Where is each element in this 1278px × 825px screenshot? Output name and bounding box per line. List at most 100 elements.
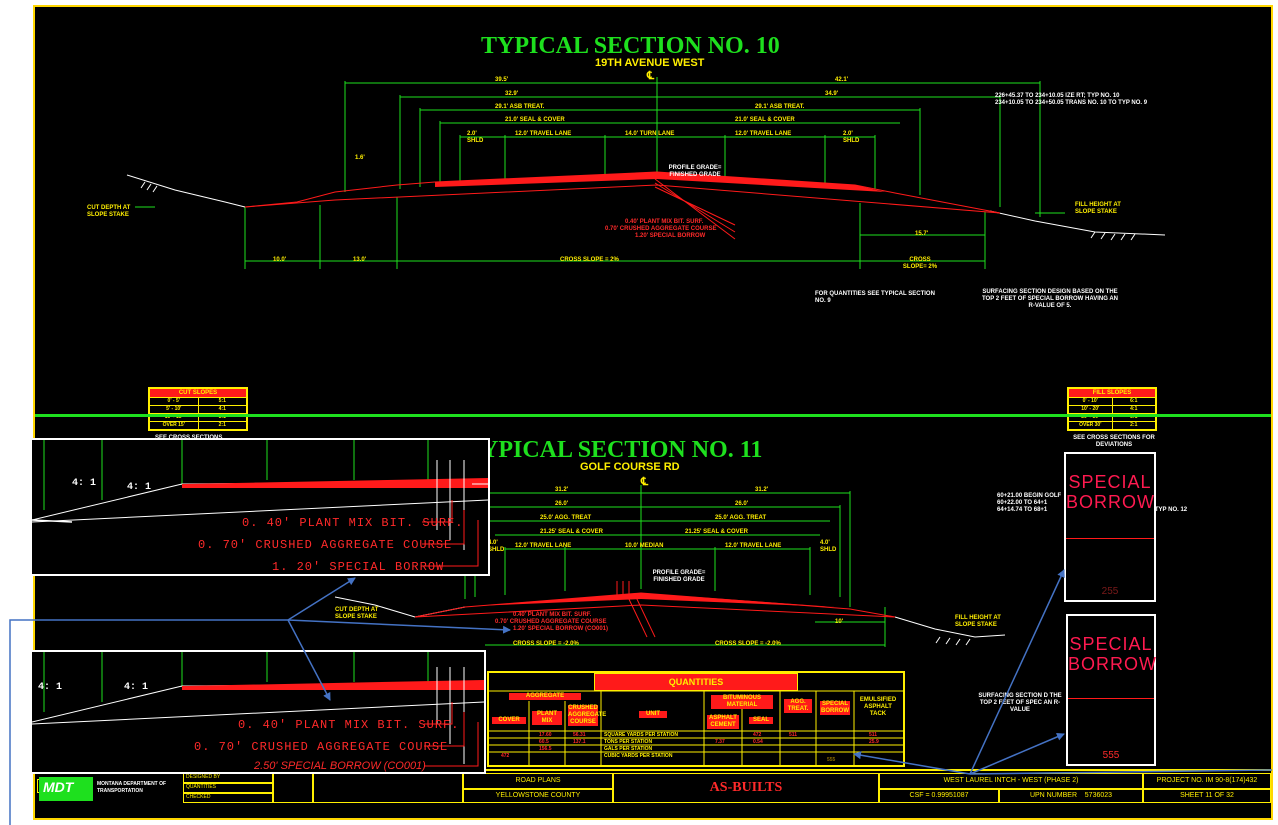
col-header-cover: COVER <box>492 717 526 724</box>
quantities-cell: QUANTITIES <box>183 783 273 793</box>
dim-label: 34.9' <box>825 91 839 97</box>
col-header-unit: UNIT <box>639 711 667 718</box>
table-row: 0' - 10'6:1 <box>1069 398 1155 406</box>
special-borrow-box-bottom: SPECIAL BORROW 555 <box>1066 614 1156 766</box>
value-cell: 156.5 <box>539 746 552 752</box>
value-cell: 137.1 <box>573 739 586 745</box>
dim-label: 31.2' <box>755 487 769 493</box>
table-row: 5' - 10'4:1 <box>150 406 246 414</box>
cut-slopes-title: CUT SLOPES <box>150 389 246 398</box>
dim-label: 26.0' <box>735 501 749 507</box>
mdt-name: MONTANA DEPARTMENT OF TRANSPORTATION <box>97 781 167 794</box>
dim-label: 14.0' TURN LANE <box>625 131 675 137</box>
dim-label: 29.1' ASB TREAT. <box>495 104 545 110</box>
dim-label: 21.0' SEAL & COVER <box>505 117 565 123</box>
table-row: OVER 15'2:1 <box>150 422 246 429</box>
quantities-table: QUANTITIES AGGREGATE COVER PLANT MIX CRU… <box>487 671 905 767</box>
upn-label: UPN NUMBER <box>1029 792 1077 799</box>
zoom-inset-top: 4: 1 4: 1 0. 40' PLANT MIX BIT. SURF. 0.… <box>30 438 490 576</box>
cross-slope-label: CROSS SLOPE= 2% <box>902 257 938 270</box>
cut-depth-note: CUT DEPTH AT SLOPE STAKE <box>335 607 379 620</box>
col-header-asphalt: ASPHALT CEMENT <box>707 715 739 729</box>
value-cell: 56.31 <box>573 732 586 738</box>
shoulder-label: 4.0' SHLD <box>488 540 505 553</box>
dim-label: 31.2' <box>555 487 569 493</box>
special-borrow-value: 255 <box>1101 586 1119 597</box>
cell: 3:1 <box>1111 414 1156 421</box>
dim-label: 10.0' MEDIAN <box>625 543 664 549</box>
special-borrow-label: SPECIAL BORROW <box>1068 634 1157 674</box>
value-cell: 17.60 <box>539 732 552 738</box>
quantities-grid <box>489 690 903 765</box>
layer-label: 1.20' SPECIAL BORROW (CO001) <box>513 626 609 632</box>
station-note: 234+10.05 TO 234+50.05 TRANS NO. 10 TO T… <box>995 100 1148 106</box>
dim-label: 15.7' <box>915 231 929 237</box>
special-borrow-value: 555 <box>1102 750 1120 761</box>
cell: 0' - 5' <box>167 398 180 404</box>
fill-slopes-note: SEE CROSS SECTIONS FOR DEVIATIONS <box>1073 435 1155 448</box>
cell: 3:1 <box>197 414 247 421</box>
col-header-emulsified: EMULSIFIED ASPHALT TACK <box>857 697 899 718</box>
dim-label: 12.0' TRAVEL LANE <box>735 131 792 137</box>
value-cell: 472 <box>501 753 510 759</box>
centerline-symbol: ℄ <box>647 70 655 82</box>
station-note: 60+22.00 TO 64+1 <box>997 500 1048 506</box>
csf-cell: CSF = 0.99951087 <box>879 789 999 803</box>
table-row: 10' - 15'3:1 <box>150 414 246 422</box>
table-row: 10' - 20'4:1 <box>1069 406 1155 414</box>
inset-layer-label: 2.50' SPECIAL BORROW (CO001) <box>254 760 426 772</box>
col-header-special-borrow: SPECIAL BORROW <box>820 701 850 715</box>
value-cell: 60.5 <box>539 739 549 745</box>
cut-depth-note: CUT DEPTH AT SLOPE STAKE <box>87 205 131 218</box>
shoulder-label: 4.0' SHLD <box>820 540 837 553</box>
sheet-cell: SHEET 11 OF 32 <box>1143 789 1271 803</box>
section-11-subtitle: GOLF COURSE RD <box>580 461 680 473</box>
upn-value: 5736023 <box>1084 792 1113 799</box>
inset-layer-label: 0. 70' CRUSHED AGGREGATE COURSE <box>194 740 449 754</box>
divider-line <box>1066 538 1154 539</box>
dim-label: 25.0' AGG. TREAT <box>540 515 592 521</box>
logo-block: MDT MONTANA DEPARTMENT OF TRANSPORTATION <box>35 773 183 818</box>
inset-drawing <box>32 440 488 567</box>
dim-label: 32.9' <box>505 91 519 97</box>
cross-slope-label: CROSS SLOPE = 2% <box>560 257 619 263</box>
dim-label: 12.0' TRAVEL LANE <box>725 543 782 549</box>
to-typ-label: TO TYP NO. 12 <box>1145 507 1188 513</box>
table-row: OVER 30'2:1 <box>1069 422 1155 429</box>
surfacing-note: SURFACING SECTION D THE TOP 2 FEET OF SP… <box>978 693 1062 713</box>
as-builts-cell: AS-BUILTS <box>613 773 879 803</box>
checked-cell: CHECKED <box>183 793 273 803</box>
value-cell: 511 <box>789 732 798 738</box>
special-borrow-label: SPECIAL BORROW <box>1066 472 1155 512</box>
cell: 5' - 10' <box>166 406 182 412</box>
dim-label: 39.5' <box>495 77 509 83</box>
slope-label: 4: 1 <box>124 682 149 693</box>
col-header-seal: SEAL <box>749 717 773 724</box>
cross-slope-label: CROSS SLOPE = -2.0% <box>715 641 781 647</box>
surfacing-note: SURFACING SECTION DESIGN BASED ON THE TO… <box>981 289 1118 309</box>
cell: 2:1 <box>197 422 247 429</box>
dim-label: 21.25' SEAL & COVER <box>685 529 749 535</box>
bituminous-group-header: BITUMINOUS MATERIAL <box>711 695 773 709</box>
road-plans-cell: ROAD PLANS <box>463 773 613 789</box>
value-cell: 25.9 <box>869 739 879 745</box>
profile-grade-label: PROFILE GRADE= FINISHED GRADE <box>668 165 722 178</box>
inset-layer-label: 1. 20' SPECIAL BORROW <box>272 560 445 574</box>
county-cell: YELLOWSTONE COUNTY <box>463 789 613 803</box>
section-10-title: TYPICAL SECTION NO. 10 <box>481 33 780 59</box>
cell: 0' - 10' <box>1082 398 1098 404</box>
title-block: MDT MONTANA DEPARTMENT OF TRANSPORTATION… <box>35 769 1271 818</box>
divider-line <box>1068 698 1154 699</box>
value-cell: 555 <box>827 757 836 763</box>
section-10-subtitle: 19TH AVENUE WEST <box>595 57 705 69</box>
col-header-agg-treat: AGG. TREAT. <box>784 699 812 713</box>
fill-height-note: FILL HEIGHT AT SLOPE STAKE <box>955 615 1001 628</box>
value-cell: 0.54 <box>753 739 763 745</box>
fill-slopes-table: FILL SLOPES 0' - 10'6:1 10' - 20'4:1 20'… <box>1067 387 1157 431</box>
station-note: 226+45.37 TO 234+10.05 IZE RT; TYP NO. 1… <box>995 93 1120 99</box>
col-header-plant-mix: PLANT MIX <box>532 711 562 725</box>
cell: 20' - 30' <box>1081 414 1100 420</box>
special-borrow-box-top: SPECIAL BORROW 255 <box>1064 452 1156 602</box>
cell: 5:1 <box>197 398 247 405</box>
